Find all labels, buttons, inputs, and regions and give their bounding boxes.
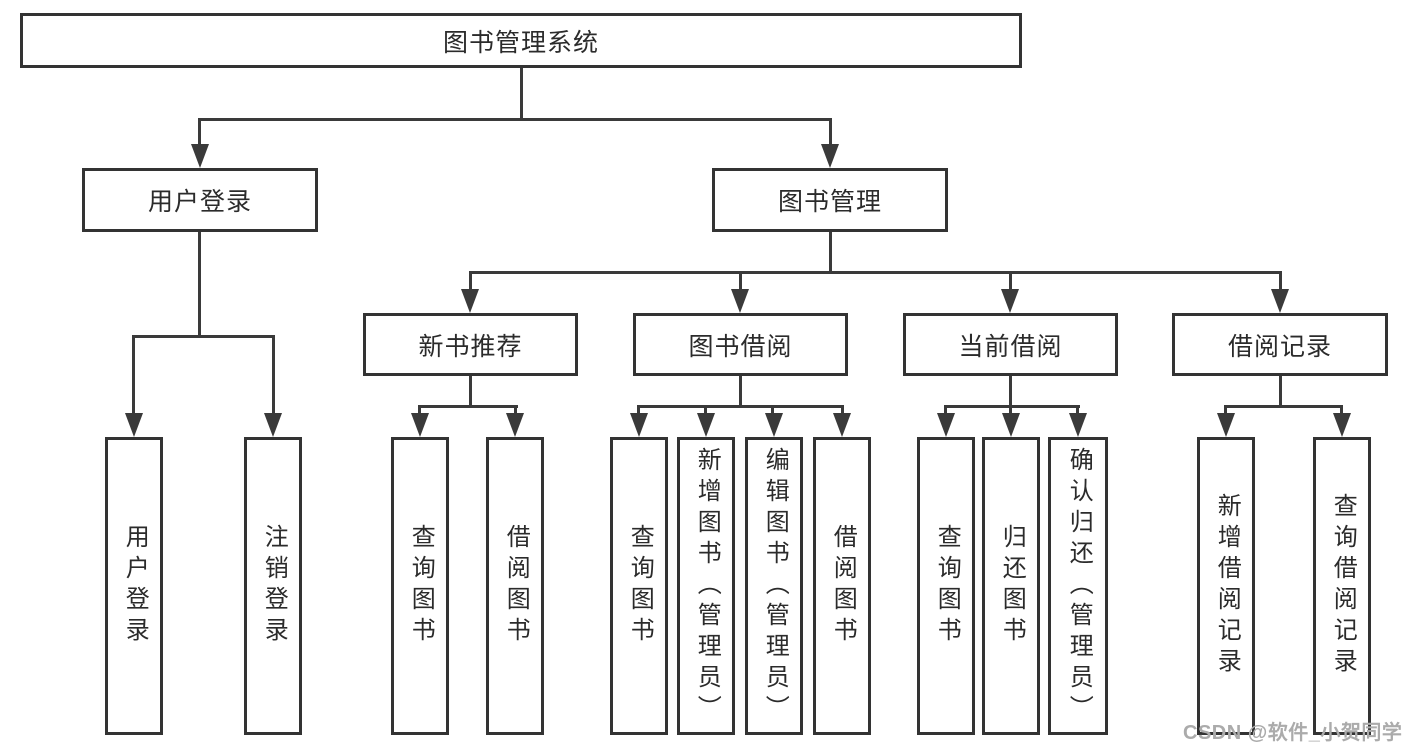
arrow-down-icon bbox=[1001, 289, 1019, 313]
arrow-down-icon bbox=[1333, 413, 1351, 437]
connector-line bbox=[514, 405, 517, 417]
leaf-label: 查询图书 bbox=[933, 524, 961, 648]
node-user-login: 用户登录 bbox=[82, 168, 318, 232]
watermark: CSDN @软件_小贺同学 bbox=[1183, 722, 1403, 744]
arrow-down-icon bbox=[937, 413, 955, 437]
connector-line bbox=[1076, 405, 1079, 417]
connector-line bbox=[418, 405, 518, 408]
connector-line bbox=[469, 376, 472, 408]
leaf-add-book-admin: 新增图书（管理员） bbox=[677, 437, 735, 735]
connector-line bbox=[637, 405, 640, 417]
arrow-down-icon bbox=[630, 413, 648, 437]
leaf-query-books-3: 查询图书 bbox=[917, 437, 975, 735]
connector-line bbox=[132, 335, 135, 415]
connector-line bbox=[1009, 405, 1012, 417]
leaf-label: 借阅图书 bbox=[829, 524, 857, 648]
connector-line bbox=[944, 405, 947, 417]
leaf-label: 归还图书 bbox=[998, 524, 1026, 648]
leaf-borrow-books-2: 借阅图书 bbox=[813, 437, 871, 735]
node-current-borrow: 当前借阅 bbox=[903, 313, 1118, 376]
connector-line bbox=[771, 405, 774, 417]
leaf-label: 查询借阅记录 bbox=[1329, 493, 1357, 679]
leaf-user-login: 用户登录 bbox=[105, 437, 163, 735]
connector-line bbox=[520, 68, 523, 120]
connector-line bbox=[739, 376, 742, 408]
node-book-management: 图书管理 bbox=[712, 168, 948, 232]
arrow-down-icon bbox=[1002, 413, 1020, 437]
leaf-query-borrow-record: 查询借阅记录 bbox=[1313, 437, 1371, 735]
leaf-confirm-return-admin: 确认归还（管理员） bbox=[1048, 437, 1108, 735]
connector-line bbox=[841, 405, 844, 417]
leaf-borrow-books-1: 借阅图书 bbox=[486, 437, 544, 735]
leaf-label: 注销登录 bbox=[260, 524, 288, 648]
arrow-down-icon bbox=[833, 413, 851, 437]
arrow-down-icon bbox=[125, 413, 143, 437]
connector-line bbox=[198, 118, 832, 121]
connector-line bbox=[637, 405, 844, 408]
arrow-down-icon bbox=[765, 413, 783, 437]
arrow-down-icon bbox=[264, 413, 282, 437]
connector-line bbox=[704, 405, 707, 417]
connector-line bbox=[1279, 376, 1282, 408]
connector-line bbox=[1224, 405, 1227, 417]
leaf-label: 新增图书（管理员） bbox=[693, 446, 721, 726]
leaf-label: 确认归还（管理员） bbox=[1065, 446, 1093, 726]
leaf-add-borrow-record: 新增借阅记录 bbox=[1197, 437, 1255, 735]
arrow-down-icon bbox=[1217, 413, 1235, 437]
connector-line bbox=[418, 405, 421, 417]
leaf-label: 查询图书 bbox=[407, 524, 435, 648]
leaf-logout: 注销登录 bbox=[244, 437, 302, 735]
connector-line bbox=[829, 118, 832, 148]
leaf-label: 查询图书 bbox=[626, 524, 654, 648]
connector-line bbox=[1224, 405, 1342, 408]
connector-line bbox=[469, 271, 472, 293]
connector-line bbox=[469, 271, 1282, 274]
connector-line bbox=[1009, 376, 1012, 408]
node-new-book-recommend: 新书推荐 bbox=[363, 313, 578, 376]
connector-line bbox=[132, 335, 275, 338]
leaf-label: 新增借阅记录 bbox=[1213, 493, 1241, 679]
leaf-label: 编辑图书（管理员） bbox=[761, 446, 789, 726]
leaf-query-books-2: 查询图书 bbox=[610, 437, 668, 735]
connector-line bbox=[829, 232, 832, 274]
arrow-down-icon bbox=[1069, 413, 1087, 437]
connector-line bbox=[272, 335, 275, 415]
arrow-down-icon bbox=[461, 289, 479, 313]
arrow-down-icon bbox=[191, 144, 209, 168]
leaf-label: 借阅图书 bbox=[502, 524, 530, 648]
leaf-label: 用户登录 bbox=[121, 524, 149, 648]
arrow-down-icon bbox=[821, 144, 839, 168]
arrow-down-icon bbox=[1271, 289, 1289, 313]
leaf-edit-book-admin: 编辑图书（管理员） bbox=[745, 437, 803, 735]
connector-line bbox=[1009, 271, 1012, 293]
arrow-down-icon bbox=[697, 413, 715, 437]
node-library-management-system: 图书管理系统 bbox=[20, 13, 1022, 68]
connector-line bbox=[944, 405, 1080, 408]
arrow-down-icon bbox=[411, 413, 429, 437]
leaf-return-book: 归还图书 bbox=[982, 437, 1040, 735]
connector-line bbox=[739, 271, 742, 293]
arrow-down-icon bbox=[731, 289, 749, 313]
connector-line bbox=[198, 232, 201, 337]
connector-line bbox=[1340, 405, 1343, 417]
arrow-down-icon bbox=[506, 413, 524, 437]
connector-line bbox=[1279, 271, 1282, 293]
leaf-query-books-1: 查询图书 bbox=[391, 437, 449, 735]
connector-line bbox=[198, 118, 201, 148]
node-borrow-records: 借阅记录 bbox=[1172, 313, 1388, 376]
node-book-borrow: 图书借阅 bbox=[633, 313, 848, 376]
